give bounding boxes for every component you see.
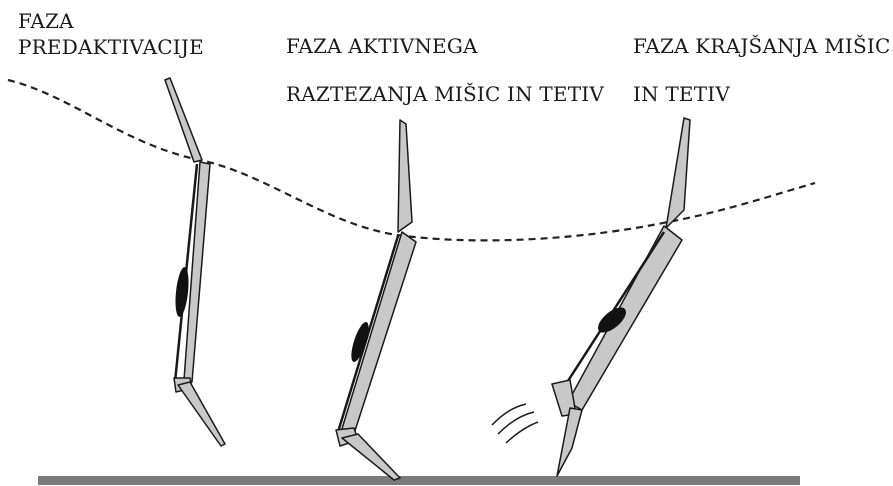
shank-segment — [568, 226, 682, 410]
shank-segment — [341, 232, 416, 440]
thigh-segment — [398, 120, 412, 232]
ground-line — [38, 476, 800, 485]
thigh-segment — [165, 78, 202, 162]
foot-segment — [342, 434, 400, 480]
leg-figure-shortening — [492, 118, 690, 476]
leg-figure-preactivation — [165, 78, 225, 446]
shank-front-line — [566, 232, 664, 384]
shank-segment — [184, 162, 210, 382]
foot-segment — [178, 382, 225, 446]
motion-line — [492, 404, 526, 425]
thigh-segment — [666, 118, 690, 228]
calf-muscle — [173, 267, 190, 318]
foot-segment — [557, 408, 582, 476]
motion-line — [506, 422, 538, 443]
leg-figure-active-stretch — [336, 120, 416, 480]
